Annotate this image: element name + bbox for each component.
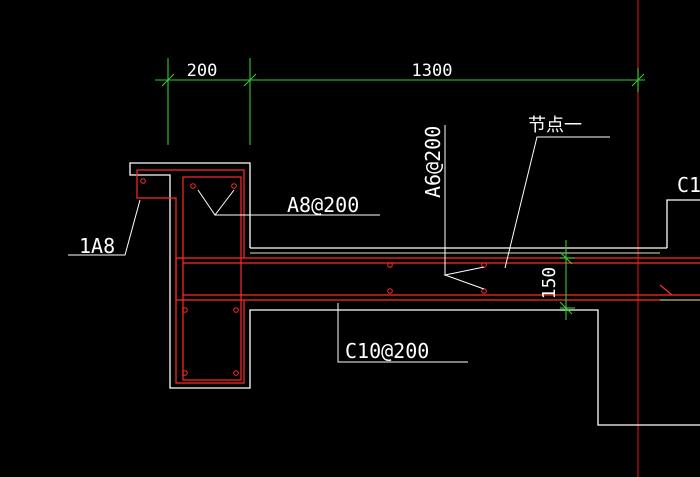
rebar-dot xyxy=(387,288,393,294)
slab-edge-lines xyxy=(250,252,700,301)
rebar-dot xyxy=(233,307,239,313)
rebar-dot xyxy=(182,370,188,376)
concrete-outline xyxy=(129,162,700,426)
dimension-left-text: 200 xyxy=(187,61,218,81)
leader-lines xyxy=(68,125,610,363)
rebar-dot xyxy=(140,178,146,184)
label-node-title: 节点一 xyxy=(528,115,582,136)
label-a8-200: A8@200 xyxy=(287,193,359,217)
rebar-dot xyxy=(190,183,196,189)
label-c10-200: C10@200 xyxy=(345,339,429,363)
rebar-lines xyxy=(136,169,700,384)
rebar-dot xyxy=(387,262,393,268)
rebar-dot xyxy=(481,288,487,294)
label-1a8: 1A8 xyxy=(79,234,115,258)
label-partial-c1: C1 xyxy=(677,173,700,197)
dimension-right-text: 1300 xyxy=(412,61,453,81)
rebar-dot xyxy=(182,307,188,313)
dimension-vertical-text: 150 xyxy=(539,267,560,300)
label-a6-200: A6@200 xyxy=(421,126,445,198)
rebar-dot xyxy=(231,183,237,189)
dimension-lines xyxy=(155,58,645,320)
rebar-dot xyxy=(233,370,239,376)
